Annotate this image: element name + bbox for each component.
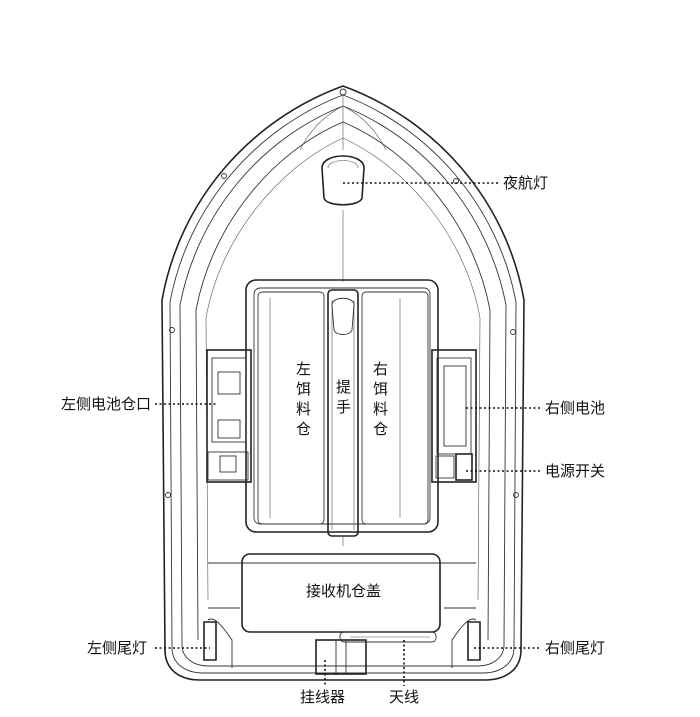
right-tail-light-label: 右侧尾灯	[545, 640, 605, 657]
handle-char-2: 手	[336, 399, 351, 416]
left-bait-bin-char-2: 饵	[296, 381, 311, 398]
right-battery-bay	[431, 349, 477, 483]
night-light-housing	[321, 155, 365, 206]
right-bait-bin-char-1: 右	[373, 361, 388, 378]
left-battery-hatch-label: 左侧电池仓口	[61, 396, 151, 413]
night-light-label: 夜航灯	[503, 175, 548, 192]
receiver-cover	[241, 553, 441, 633]
handle-char-1: 提	[336, 379, 351, 396]
line-hanger	[315, 639, 367, 675]
callout-labels: 夜航灯 左侧电池仓口 右侧电池 电源开关 左侧尾灯 右侧尾灯 挂线器 天线 接收…	[61, 175, 605, 706]
right-bait-bin-char-3: 料	[373, 401, 388, 418]
right-bait-bin-char-4: 仓	[373, 421, 388, 438]
antenna-label: 天线	[389, 689, 419, 706]
antenna	[339, 631, 437, 643]
power-switch-label: 电源开关	[545, 463, 605, 480]
left-tail-light	[203, 621, 217, 661]
left-bait-bin-char-3: 料	[296, 401, 311, 418]
stern	[203, 553, 481, 675]
left-bait-bin-char-4: 仓	[296, 421, 311, 438]
left-tail-light-label: 左侧尾灯	[87, 640, 147, 657]
leader-lines	[155, 182, 540, 686]
receiver-cover-label: 接收机仓盖	[306, 583, 381, 600]
line-hanger-label: 挂线器	[300, 689, 345, 706]
left-bait-bin-char-1: 左	[296, 361, 311, 378]
right-bait-bin-char-2: 饵	[373, 381, 388, 398]
bin-labels: 左 饵 料 仓 右 饵 料 仓 提 手	[296, 361, 388, 438]
hull	[161, 85, 525, 681]
right-tail-light	[467, 621, 481, 661]
left-battery-bay	[206, 349, 252, 483]
bait-compartment	[245, 279, 439, 546]
right-battery-label: 右侧电池	[545, 400, 605, 417]
